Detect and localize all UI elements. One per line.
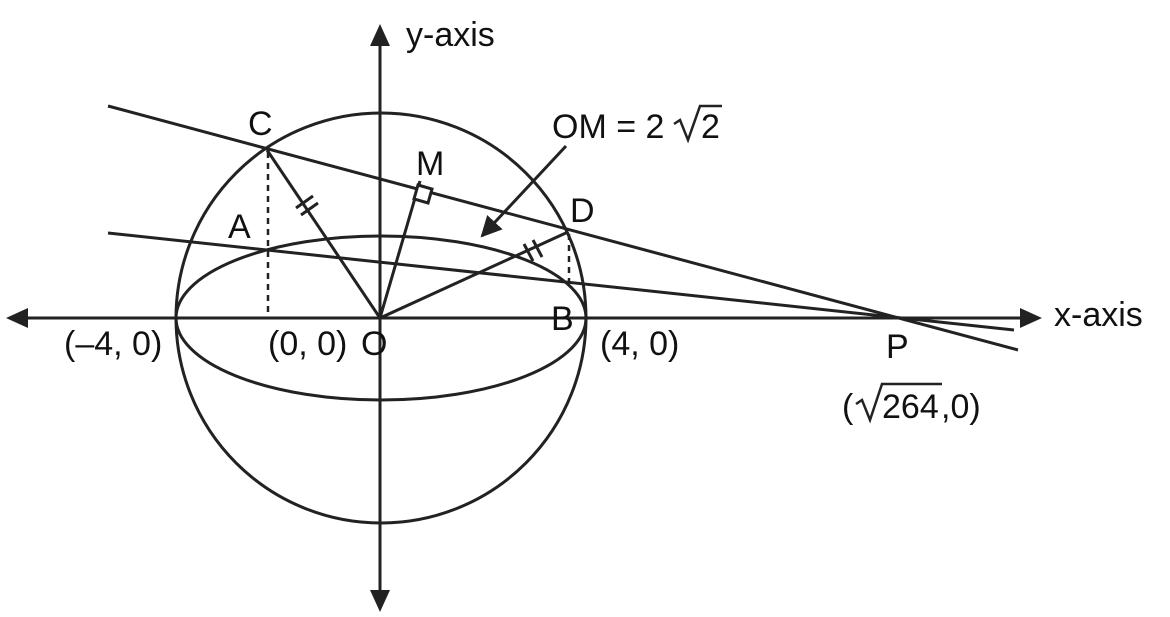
point-label-C: C (248, 105, 273, 143)
coord-label-right: (4, 0) (600, 325, 679, 363)
right-angle-marker (412, 183, 434, 205)
segment-OM (378, 180, 422, 319)
x-axis-label: x-axis (1054, 296, 1143, 334)
equator-ellipse (174, 234, 588, 402)
point-label-B: B (551, 300, 574, 338)
point-label-D: D (570, 192, 595, 230)
x-axis-right-arrow (1020, 308, 1042, 328)
point-label-O: O (361, 325, 387, 363)
x-axis-left-arrow (6, 308, 28, 328)
line-through-A-B (107, 231, 1015, 332)
svg-text:OM = 2: OM = 2 (552, 108, 664, 146)
y-axis-bottom-arrow (370, 590, 390, 612)
coord-label-origin: (0, 0) (268, 325, 347, 363)
y-axis-label: y-axis (406, 16, 495, 54)
coord-label-left: (–4, 0) (64, 325, 162, 363)
coord-label-P: ( 264 ,0) (842, 382, 981, 426)
tick-marks-OC (295, 194, 319, 217)
point-label-A: A (228, 208, 251, 246)
svg-text:(: ( (842, 388, 854, 426)
line-through-C-D (107, 104, 1019, 352)
segment-OC (265, 149, 382, 319)
svg-text:264: 264 (882, 388, 939, 426)
annotation-arrow (480, 144, 568, 238)
om-annotation: OM = 2 2 (552, 104, 722, 146)
point-label-P: P (886, 328, 909, 366)
radical-sign (855, 382, 942, 424)
svg-text:2: 2 (701, 108, 720, 146)
point-label-M: M (416, 145, 444, 183)
radical-sign (673, 104, 722, 144)
y-axis-top-arrow (370, 24, 390, 46)
svg-text:,0): ,0) (941, 388, 981, 426)
tick-marks-OD (522, 239, 544, 262)
